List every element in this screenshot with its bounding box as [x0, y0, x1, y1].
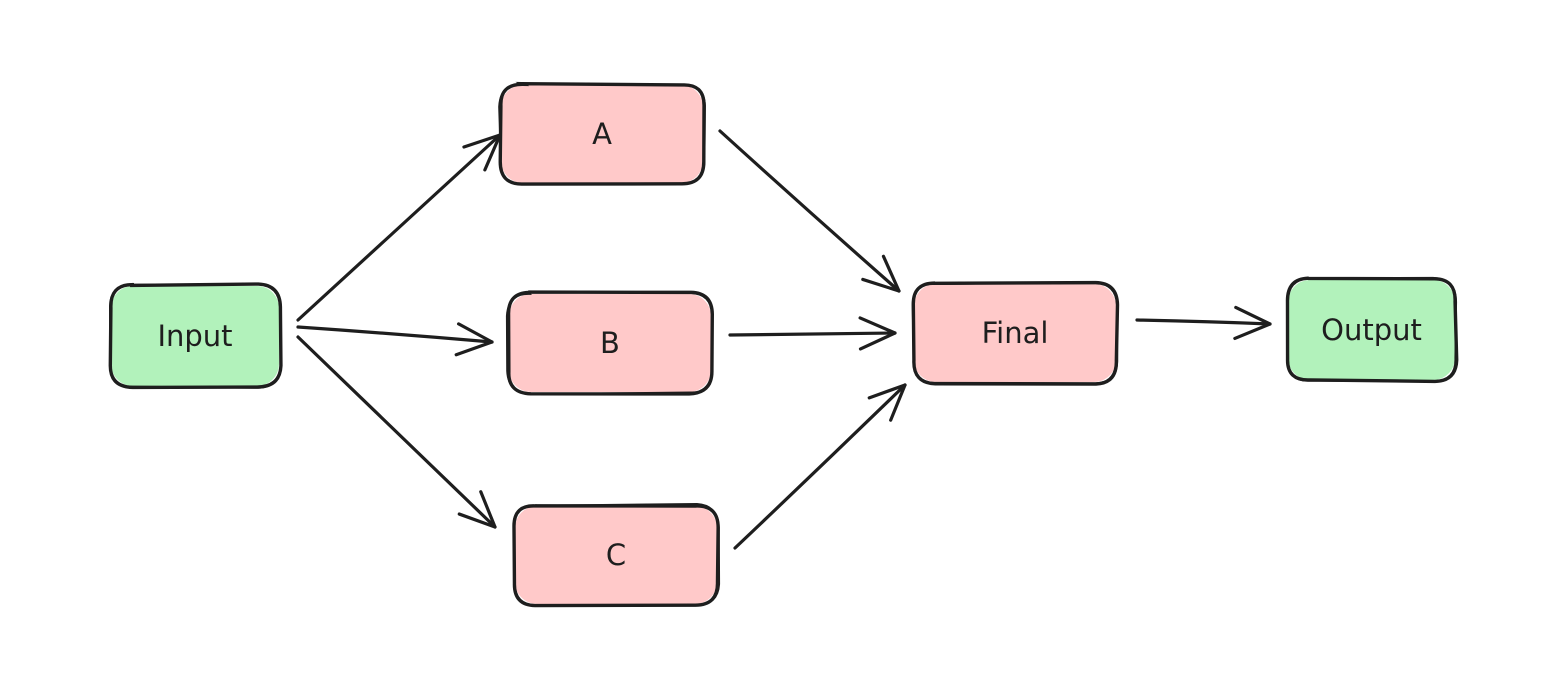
node-input[interactable]: Input [108, 282, 283, 390]
nodes-layer: Input A B C Final Output [108, 81, 1459, 608]
edge-b-to-final[interactable] [728, 316, 897, 351]
arrowhead-icon [454, 322, 494, 357]
edge-final-to-output[interactable] [1135, 305, 1272, 341]
arrow-shaft [1135, 318, 1272, 326]
node-c-fill [515, 506, 717, 604]
node-c-outline-stroke [512, 502, 721, 607]
arrow-shaft [296, 133, 502, 322]
arrowhead-icon [867, 383, 907, 422]
node-final-outline-stroke [911, 281, 1119, 384]
node-a-label: A [592, 117, 612, 151]
node-c-label: C [606, 538, 626, 572]
node-c[interactable]: C [512, 502, 721, 608]
node-b-outline-stroke [505, 290, 714, 395]
node-final[interactable]: Final [911, 280, 1120, 386]
arrow-shaft [728, 331, 897, 337]
arrow-shaft [733, 383, 907, 550]
arrow-shaft [296, 325, 494, 344]
node-b-fill [509, 294, 711, 392]
node-a-fill [501, 85, 703, 183]
node-b-label: B [600, 326, 620, 360]
node-output-outline-stroke [1286, 276, 1458, 383]
node-input-outline-stroke [108, 282, 282, 389]
edge-a-to-final[interactable] [718, 129, 901, 293]
node-b[interactable]: B [505, 290, 714, 396]
node-output[interactable]: Output [1285, 276, 1459, 384]
node-input-label: Input [157, 319, 232, 353]
node-final-label: Final [982, 316, 1049, 350]
edge-input-to-b[interactable] [296, 322, 494, 357]
edge-input-to-c[interactable] [296, 335, 497, 529]
node-a-outline-stroke [498, 82, 706, 185]
arrowhead-icon [1233, 305, 1272, 341]
arrow-shaft [296, 335, 497, 529]
arrowhead-icon [457, 490, 497, 529]
edge-c-to-final[interactable] [733, 383, 907, 550]
arrowhead-icon [858, 316, 897, 351]
node-output-fill [1288, 280, 1455, 380]
arrowhead-icon [861, 254, 901, 293]
arrow-shaft [718, 129, 901, 293]
edges-layer [296, 129, 1272, 550]
node-input-fill [111, 286, 279, 386]
edge-input-to-a[interactable] [296, 133, 502, 322]
node-final-fill [914, 284, 1116, 382]
node-output-label: Output [1321, 313, 1422, 347]
node-a[interactable]: A [498, 81, 706, 186]
